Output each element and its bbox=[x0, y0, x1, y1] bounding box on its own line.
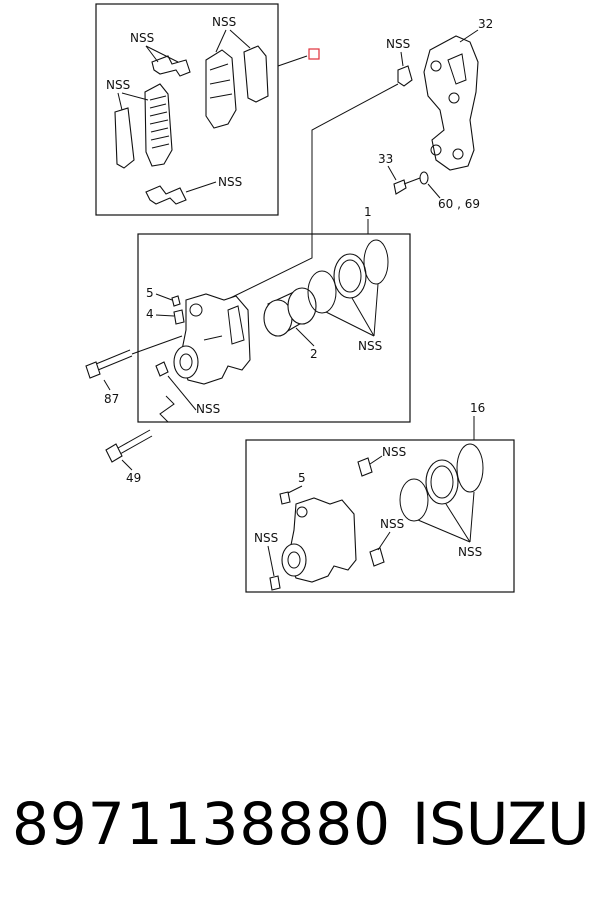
bushing-kit-mid bbox=[369, 547, 385, 567]
label-nss-pads-right: NSS bbox=[212, 15, 236, 29]
washer bbox=[419, 171, 429, 185]
caliper-body bbox=[173, 293, 251, 385]
pad-clip-bottom bbox=[145, 185, 187, 205]
part-number: 8971138880 bbox=[12, 790, 392, 858]
label-nss-kit-mid: NSS bbox=[380, 517, 404, 531]
label-nss-clip-bottom: NSS bbox=[218, 175, 242, 189]
caliper-bracket bbox=[423, 35, 479, 171]
seal-ring-kit bbox=[399, 478, 429, 522]
label-nss-kit-seals: NSS bbox=[458, 545, 482, 559]
label-part-5: 5 bbox=[146, 286, 154, 300]
label-part-1: 1 bbox=[364, 205, 372, 219]
label-nss-kit-boot: NSS bbox=[254, 531, 278, 545]
seal-kit-box bbox=[245, 439, 515, 593]
label-nss-pads-left: NSS bbox=[106, 78, 130, 92]
bleeder-cap bbox=[171, 295, 181, 307]
bolt-49 bbox=[105, 429, 153, 463]
piston bbox=[263, 287, 317, 337]
label-part-2: 2 bbox=[310, 347, 318, 361]
bleeder-screw bbox=[173, 309, 185, 325]
bolt-87 bbox=[85, 349, 133, 379]
caliper-assembly-box bbox=[137, 233, 411, 423]
seal-ring bbox=[307, 270, 337, 314]
label-part-49: 49 bbox=[126, 471, 141, 485]
label-part-5-kit: 5 bbox=[298, 471, 306, 485]
label-part-32: 32 bbox=[478, 17, 493, 31]
brake-pad-right bbox=[205, 49, 237, 129]
pad-shim-left bbox=[114, 107, 135, 169]
pad-kit-box bbox=[95, 3, 279, 216]
label-part-16: 16 bbox=[470, 401, 485, 415]
bushing bbox=[397, 65, 413, 87]
retaining-ring bbox=[363, 239, 389, 285]
label-part-87: 87 bbox=[104, 392, 119, 406]
label-nss-seals: NSS bbox=[358, 339, 382, 353]
label-nss-clip-top: NSS bbox=[130, 31, 154, 45]
slide-pin-boot bbox=[155, 361, 169, 377]
pad-shim-right bbox=[243, 45, 269, 103]
retaining-ring-kit bbox=[456, 443, 484, 493]
bushing-kit-top bbox=[357, 457, 373, 477]
label-nss-boot: NSS bbox=[196, 402, 220, 416]
dust-boot-kit bbox=[425, 459, 459, 505]
label-nss-kit-top: NSS bbox=[382, 445, 406, 459]
dust-boot bbox=[333, 253, 367, 299]
label-part-4: 4 bbox=[146, 307, 154, 321]
brake-pad-left bbox=[144, 83, 173, 167]
label-part-60-69: 60 , 69 bbox=[438, 197, 480, 211]
brand-name: ISUZU bbox=[412, 790, 590, 858]
bleeder-cap-kit bbox=[279, 491, 291, 505]
caliper-body-kit bbox=[281, 497, 357, 583]
label-part-33: 33 bbox=[378, 152, 393, 166]
bolt-33 bbox=[393, 179, 407, 195]
highlight-marker bbox=[308, 48, 320, 60]
label-nss-bushing: NSS bbox=[386, 37, 410, 51]
boot-kit bbox=[269, 575, 281, 591]
pad-clip-top bbox=[151, 55, 191, 77]
